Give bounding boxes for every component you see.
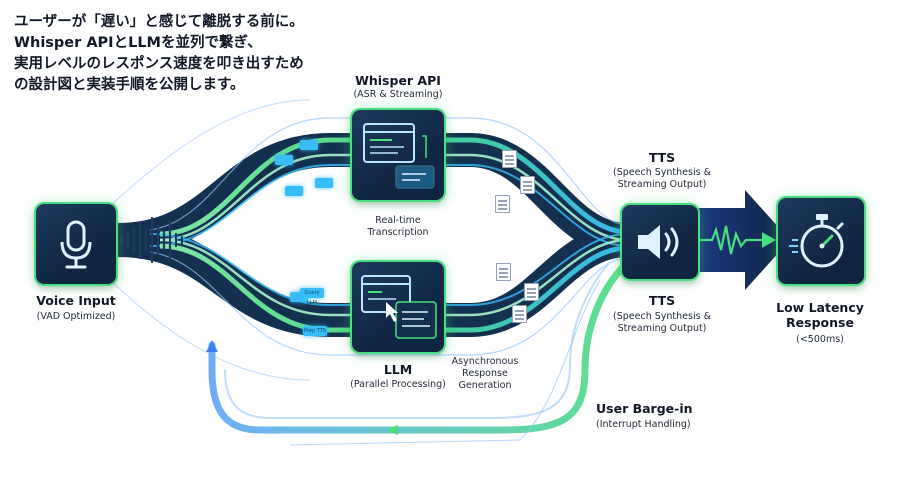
low-latency-node — [778, 198, 864, 284]
headline-line: の設計図と実装手順を公開します。 — [14, 77, 245, 93]
output-wave — [700, 225, 770, 255]
strand-lower-3 — [149, 233, 629, 306]
document-icon — [524, 283, 539, 301]
voice-input-node — [36, 204, 116, 284]
whisper-caption-line: Real-time — [375, 215, 421, 226]
document-icon — [512, 305, 527, 323]
strand-lower-1 — [159, 243, 629, 333]
barge-in-subtitle: (Interrupt Handling) — [596, 419, 691, 430]
tts-top-title: TTS — [648, 150, 676, 165]
llm-caption: Asynchronous Response Generation — [452, 356, 519, 392]
llm-node — [352, 262, 444, 352]
headline-line: ユーザーが「遅い」と感じて離脱する前に。 — [14, 14, 304, 30]
barge-in-title: User Barge-in — [596, 401, 693, 416]
data-chip — [315, 178, 333, 188]
thin-lines-lower — [99, 269, 311, 381]
data-chip — [285, 186, 303, 196]
low-latency-title: Low Latency Response — [776, 300, 864, 330]
llm-title: LLM — [383, 362, 413, 377]
document-icon — [495, 195, 510, 213]
ribbon-upper-dark — [101, 133, 645, 257]
data-chip — [300, 140, 318, 150]
tts-node — [622, 205, 698, 279]
whisper-caption-line: Transcription — [367, 227, 429, 238]
tts-top-subtitle-line: Streaming Output) — [617, 179, 707, 190]
document-icon — [520, 176, 535, 194]
tts-top-subtitle: (Speech Synthesis & Streaming Output) — [613, 167, 711, 191]
whisper-node — [352, 110, 444, 200]
ribbon-lower-dark — [101, 223, 645, 337]
whisper-subtitle: (ASR & Streaming) — [353, 89, 443, 100]
llm-caption-line: Generation — [458, 380, 512, 391]
tts-bottom-subtitle-line: (Speech Synthesis & — [613, 311, 711, 322]
tts-top-subtitle-line: (Speech Synthesis & — [613, 167, 711, 178]
output-arrow-tip — [762, 232, 776, 248]
barge-in-arrowhead — [206, 340, 218, 352]
headline: ユーザーが「遅い」と感じて離脱する前に。 Whisper APIとLLMを並列で… — [14, 12, 344, 96]
voice-waveform — [120, 216, 184, 264]
code-window-icon — [361, 275, 437, 339]
strand-lower-2 — [159, 238, 629, 317]
chip-prep-tts: Prep TTS — [303, 326, 327, 336]
barge-in-loop — [208, 261, 629, 434]
transcription-window-icon — [363, 123, 435, 189]
llm-caption-line: Asynchronous — [451, 356, 519, 367]
headline-line: Whisper APIとLLMを並列で繋ぎ、 — [14, 35, 262, 51]
llm-subtitle: (Parallel Processing) — [350, 379, 446, 390]
thin-lines-upper — [99, 99, 311, 216]
strand-upper-3 — [149, 164, 629, 247]
barge-in-loop-inner — [224, 261, 611, 419]
low-latency-title-line: Response — [786, 315, 854, 330]
data-chip — [290, 292, 308, 302]
whisper-title: Whisper API — [355, 73, 441, 88]
tts-bottom-subtitle-line: Streaming Output) — [617, 323, 707, 334]
microphone-icon — [60, 220, 92, 269]
voice-input-title: Voice Input — [36, 293, 116, 308]
low-latency-title-line: Low Latency — [776, 300, 864, 315]
strand-upper-2 — [159, 153, 629, 242]
document-icon — [496, 263, 511, 281]
speaker-icon — [638, 225, 679, 259]
barge-in-loop-thin — [289, 279, 601, 446]
whisper-caption: Real-time Transcription — [367, 215, 428, 239]
strand-upper-1 — [159, 137, 629, 237]
headline-line: 実用レベルのレスポンス速度を叩き出すため — [14, 56, 304, 72]
strand-upper-outer — [149, 117, 629, 231]
tts-bottom-subtitle: (Speech Synthesis & Streaming Output) — [613, 311, 711, 335]
document-icon — [502, 150, 517, 168]
return-arrowhead — [386, 425, 398, 435]
low-latency-subtitle: (<500ms) — [796, 334, 844, 345]
llm-caption-line: Response — [462, 368, 508, 379]
strand-lower-outer — [149, 251, 629, 356]
voice-input-subtitle: (VAD Optimized) — [36, 311, 116, 322]
tts-bottom-title: TTS — [648, 293, 676, 308]
stopwatch-icon — [789, 214, 844, 268]
chip-query-llm: Query LLM — [300, 288, 324, 306]
data-chip — [275, 155, 293, 165]
